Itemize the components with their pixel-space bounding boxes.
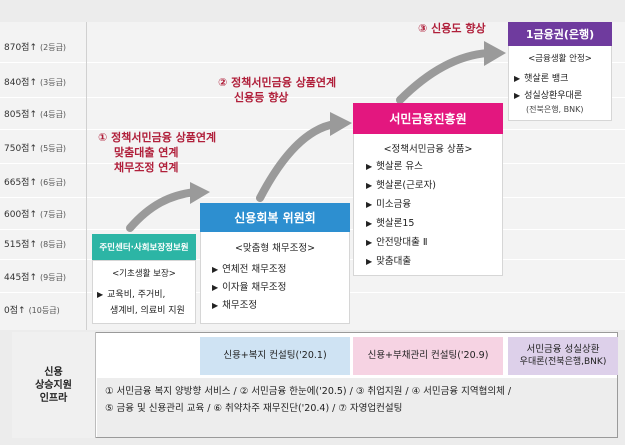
triangle-bullet-icon: ▶	[97, 290, 104, 299]
stage-item: ▶미소금융	[366, 199, 412, 210]
bank-stage-item: ▶성실상환우대론	[514, 91, 583, 101]
triangle-bullet-icon: ▶	[514, 74, 521, 83]
axis-grade-label: 515점↑(8등급)	[4, 240, 67, 250]
stage-item: ▶이자율 채무조정	[212, 282, 287, 293]
triangle-bullet-icon: ▶	[212, 265, 219, 274]
axis-row-divider	[0, 163, 625, 164]
arrow-2	[256, 120, 339, 202]
axis-grade-label: 0점↑(10등급)	[4, 306, 60, 316]
axis-row-divider	[0, 197, 625, 198]
bank-stage-note: (전북은행, BNK)	[526, 105, 584, 114]
recovery-stage-title: 신용회복 위원회	[200, 203, 350, 232]
bank-stage-subtitle: <금융생활 안정>	[528, 54, 592, 64]
recovery-stage-subtitle: <맞춤형 채무조정>	[234, 243, 316, 254]
stage-item: ▶햇살론(근로자)	[366, 180, 437, 191]
center-stage-title: 주민센터·사회보장정보원	[92, 234, 196, 260]
center-stage-item: ▶교육비, 주거비,	[97, 290, 166, 300]
triangle-bullet-icon: ▶	[366, 162, 373, 171]
kinfa-stage-title: 서민금융진흥원	[353, 103, 503, 134]
arrow-1	[126, 188, 199, 232]
axis-grade-label: 600점↑(7등급)	[4, 210, 67, 220]
triangle-bullet-icon: ▶	[212, 301, 219, 310]
axis-grade-label: 445점↑(9등급)	[4, 273, 67, 283]
bank-stage-box	[508, 45, 612, 121]
stage-item: ▶맞춤대출	[366, 256, 412, 267]
axis-grade-label: 840점↑(3등급)	[4, 78, 67, 88]
triangle-bullet-icon: ▶	[366, 257, 373, 266]
stage-item: ▶햇살론 유스	[366, 161, 423, 172]
infra-program-list: ① 서민금융 복지 양방향 서비스 / ② 서민금융 한눈에('20.5) / …	[97, 378, 617, 437]
consult-credit-debt: 신용+부채관리 컨설팅('20.9)	[353, 337, 503, 375]
center-stage-subtitle: <기초생활 보장>	[112, 269, 176, 279]
triangle-bullet-icon: ▶	[514, 91, 521, 100]
arrow-3	[396, 49, 492, 104]
bank-stage-item: ▶햇살론 뱅크	[514, 74, 569, 84]
triangle-bullet-icon: ▶	[212, 283, 219, 292]
infra-label: 신용 상승지원 인프라	[12, 332, 96, 438]
axis-row-divider	[0, 97, 625, 98]
stage-item: ▶연체전 채무조정	[212, 264, 287, 275]
arrow-3-head	[484, 41, 506, 66]
axis-grade-label: 805점↑(4등급)	[4, 110, 67, 120]
triangle-bullet-icon: ▶	[366, 200, 373, 209]
recovery-stage-box	[200, 231, 350, 324]
stage-item: ▶채무조정	[212, 300, 258, 311]
arrow-2-head	[330, 112, 352, 136]
bank-stage-title: 1금융권(은행)	[508, 22, 612, 46]
consult-preferred-loan: 서민금융 성실상환 우대론(전북은행,BNK)	[508, 337, 618, 375]
axis-row-divider	[0, 62, 625, 63]
center-stage-item: 생계비, 의료비 지원	[110, 306, 185, 316]
axis-divider	[86, 22, 87, 330]
arrow-1-head	[190, 182, 210, 204]
callout-step-1: ① 정책서민금융 상품연계 맞춤대출 연계 채무조정 연계	[98, 131, 217, 174]
center-stage-box	[92, 260, 196, 324]
kinfa-stage-box	[353, 133, 503, 276]
callout-step-2: ② 정책서민금융 상품연계 신용등 향상	[218, 76, 337, 104]
triangle-bullet-icon: ▶	[366, 219, 373, 228]
triangle-bullet-icon: ▶	[366, 181, 373, 190]
kinfa-stage-subtitle: <정책서민금융 상품>	[383, 144, 473, 155]
axis-grade-label: 665점↑(6등급)	[4, 178, 67, 188]
axis-grade-label: 870점↑(2등급)	[4, 43, 67, 53]
callout-step-3: ③ 신용도 향상	[418, 22, 486, 35]
triangle-bullet-icon: ▶	[366, 238, 373, 247]
axis-grade-label: 750점↑(5등급)	[4, 144, 67, 154]
consult-credit-welfare: 신용+복지 컨설팅('20.1)	[200, 337, 350, 375]
stage-item: ▶안전망대출 Ⅱ	[366, 237, 428, 248]
stage-item: ▶햇살론15	[366, 218, 415, 229]
